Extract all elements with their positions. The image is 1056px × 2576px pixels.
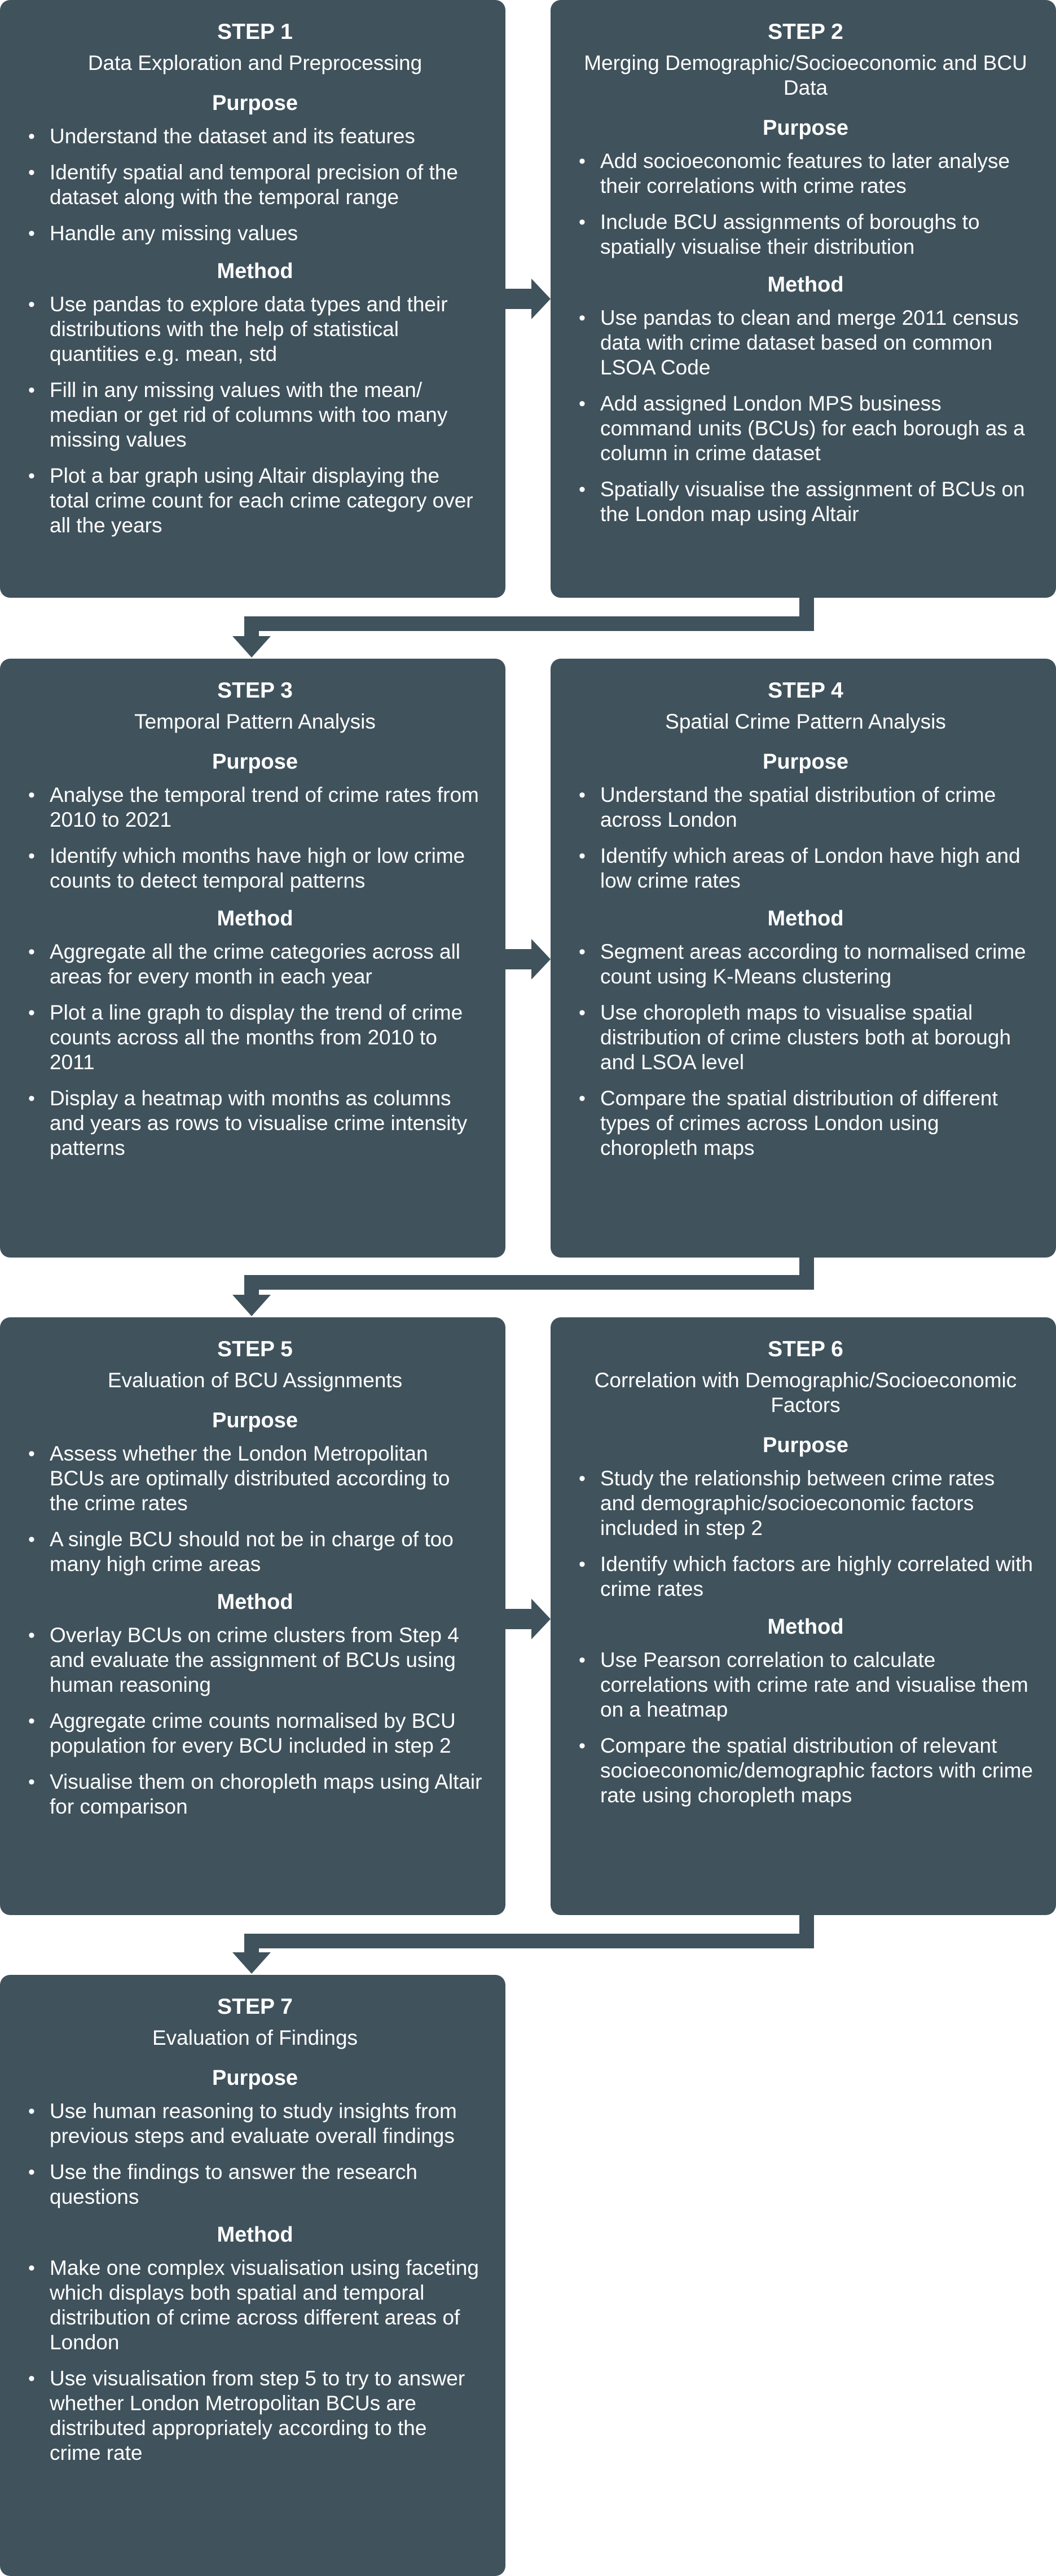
arrow-step-2-to-3 <box>244 598 814 637</box>
arrow-step-1-to-2 <box>505 279 551 319</box>
step-3-purpose-heading: Purpose <box>212 750 298 774</box>
list-item: Analyse the temporal trend of crime rate… <box>27 783 483 832</box>
step-4-purpose-heading: Purpose <box>762 750 849 774</box>
step-1-purpose-list: Understand the dataset and its features … <box>27 124 483 246</box>
step-7-label: STEP 7 <box>217 1995 293 2019</box>
list-item: Understand the dataset and its features <box>27 124 483 149</box>
arrow-step-6-to-7-head <box>232 1952 271 1974</box>
step-5-purpose-heading: Purpose <box>212 1409 298 1432</box>
step-3-purpose-list: Analyse the temporal trend of crime rate… <box>27 783 483 893</box>
list-item: Identify which months have high or low c… <box>27 844 483 893</box>
step-6-title: Correlation with Demographic/Socioeconom… <box>594 1369 1017 1417</box>
step-5-method-list: Overlay BCUs on crime clusters from Step… <box>27 1623 483 1819</box>
step-2-purpose-list: Add socioeconomic features to later anal… <box>578 149 1033 259</box>
step-1-method-list: Use pandas to explore data types and the… <box>27 292 483 538</box>
step-7-title: Evaluation of Findings <box>152 2026 358 2049</box>
arrow-step-2-to-3-head <box>232 636 271 658</box>
list-item: Aggregate all the crime categories acros… <box>27 939 483 989</box>
step-5-purpose-list: Assess whether the London Metropolitan B… <box>27 1441 483 1577</box>
list-item: Fill in any missing values with the mean… <box>27 378 483 452</box>
list-item: Use human reasoning to study insights fr… <box>27 2099 483 2149</box>
list-item: Assess whether the London Metropolitan B… <box>27 1441 483 1516</box>
list-item: Add assigned London MPS business command… <box>578 391 1033 466</box>
step-4-method-list: Segment areas according to normalised cr… <box>578 939 1033 1161</box>
step-4-purpose-list: Understand the spatial distribution of c… <box>578 783 1033 893</box>
arrow-step-6-to-7 <box>244 1915 814 1953</box>
step-5-box: STEP 5 Evaluation of BCU Assignments Pur… <box>0 1317 505 1915</box>
step-4-method-heading: Method <box>767 907 844 930</box>
step-1-purpose-heading: Purpose <box>212 91 298 115</box>
list-item: Plot a line graph to display the trend o… <box>27 1000 483 1075</box>
arrow-step-3-to-4 <box>505 939 551 980</box>
list-item: Aggregate crime counts normalised by BCU… <box>27 1709 483 1758</box>
list-item: Identify which areas of London have high… <box>578 844 1033 893</box>
list-item: Spatially visualise the assignment of BC… <box>578 477 1033 527</box>
list-item: Overlay BCUs on crime clusters from Step… <box>27 1623 483 1697</box>
list-item: Add socioeconomic features to later anal… <box>578 149 1033 199</box>
step-1-title: Data Exploration and Preprocessing <box>87 51 423 74</box>
list-item: Use the findings to answer the research … <box>27 2160 483 2209</box>
list-item: Use Pearson correlation to calculate cor… <box>578 1648 1033 1722</box>
step-1-box: STEP 1 Data Exploration and Preprocessin… <box>0 0 505 598</box>
list-item: Identify which factors are highly correl… <box>578 1552 1033 1602</box>
step-2-box: STEP 2 Merging Demographic/Socioeconomic… <box>551 0 1056 598</box>
step-7-method-list: Make one complex visualisation using fac… <box>27 2256 483 2465</box>
list-item: Visualise them on choropleth maps using … <box>27 1770 483 1819</box>
step-3-label: STEP 3 <box>217 678 293 703</box>
list-item: Compare the spatial distribution of rele… <box>578 1733 1033 1808</box>
list-item: Use pandas to clean and merge 2011 censu… <box>578 306 1033 380</box>
list-item: Compare the spatial distribution of diff… <box>578 1086 1033 1161</box>
step-6-method-list: Use Pearson correlation to calculate cor… <box>578 1648 1033 1808</box>
step-2-label: STEP 2 <box>768 20 843 44</box>
step-5-method-heading: Method <box>217 1590 293 1614</box>
list-item: Make one complex visualisation using fac… <box>27 2256 483 2355</box>
list-item: Use visualisation from step 5 to try to … <box>27 2366 483 2465</box>
step-3-method-heading: Method <box>217 907 293 930</box>
step-3-title: Temporal Pattern Analysis <box>134 710 376 733</box>
list-item: Use choropleth maps to visualise spatial… <box>578 1000 1033 1075</box>
step-6-purpose-list: Study the relationship between crime rat… <box>578 1466 1033 1602</box>
step-5-title: Evaluation of BCU Assignments <box>107 1369 403 1392</box>
arrow-step-4-to-5 <box>244 1258 814 1296</box>
list-item: Study the relationship between crime rat… <box>578 1466 1033 1541</box>
step-7-box: STEP 7 Evaluation of Findings Purpose Us… <box>0 1975 505 2576</box>
step-1-method-heading: Method <box>217 259 293 283</box>
step-6-label: STEP 6 <box>768 1337 843 1361</box>
list-item: Identify spatial and temporal precision … <box>27 160 483 210</box>
list-item: Handle any missing values <box>27 221 483 246</box>
step-2-title: Merging Demographic/Socioeconomic and BC… <box>584 51 1027 99</box>
step-4-label: STEP 4 <box>768 678 843 703</box>
arrow-step-5-to-6 <box>505 1599 551 1639</box>
list-item: Understand the spatial distribution of c… <box>578 783 1033 832</box>
step-2-method-list: Use pandas to clean and merge 2011 censu… <box>578 306 1033 527</box>
step-3-box: STEP 3 Temporal Pattern Analysis Purpose… <box>0 659 505 1258</box>
list-item: Plot a bar graph using Altair displaying… <box>27 464 483 538</box>
list-item: Use pandas to explore data types and the… <box>27 292 483 367</box>
step-7-purpose-heading: Purpose <box>212 2066 298 2090</box>
step-6-purpose-heading: Purpose <box>762 1433 849 1457</box>
step-2-purpose-heading: Purpose <box>762 116 849 140</box>
step-6-method-heading: Method <box>767 1615 844 1639</box>
list-item: Segment areas according to normalised cr… <box>578 939 1033 989</box>
list-item: A single BCU should not be in charge of … <box>27 1527 483 1577</box>
list-item: Include BCU assignments of boroughs to s… <box>578 210 1033 259</box>
step-4-box: STEP 4 Spatial Crime Pattern Analysis Pu… <box>551 659 1056 1258</box>
step-5-label: STEP 5 <box>217 1337 293 1361</box>
step-3-method-list: Aggregate all the crime categories acros… <box>27 939 483 1161</box>
list-item: Display a heatmap with months as columns… <box>27 1086 483 1161</box>
step-1-label: STEP 1 <box>217 20 293 44</box>
step-2-method-heading: Method <box>767 273 844 297</box>
step-4-title: Spatial Crime Pattern Analysis <box>665 710 946 733</box>
step-6-box: STEP 6 Correlation with Demographic/Soci… <box>551 1317 1056 1915</box>
step-7-method-heading: Method <box>217 2223 293 2247</box>
step-7-purpose-list: Use human reasoning to study insights fr… <box>27 2099 483 2209</box>
arrow-step-4-to-5-head <box>232 1295 271 1316</box>
